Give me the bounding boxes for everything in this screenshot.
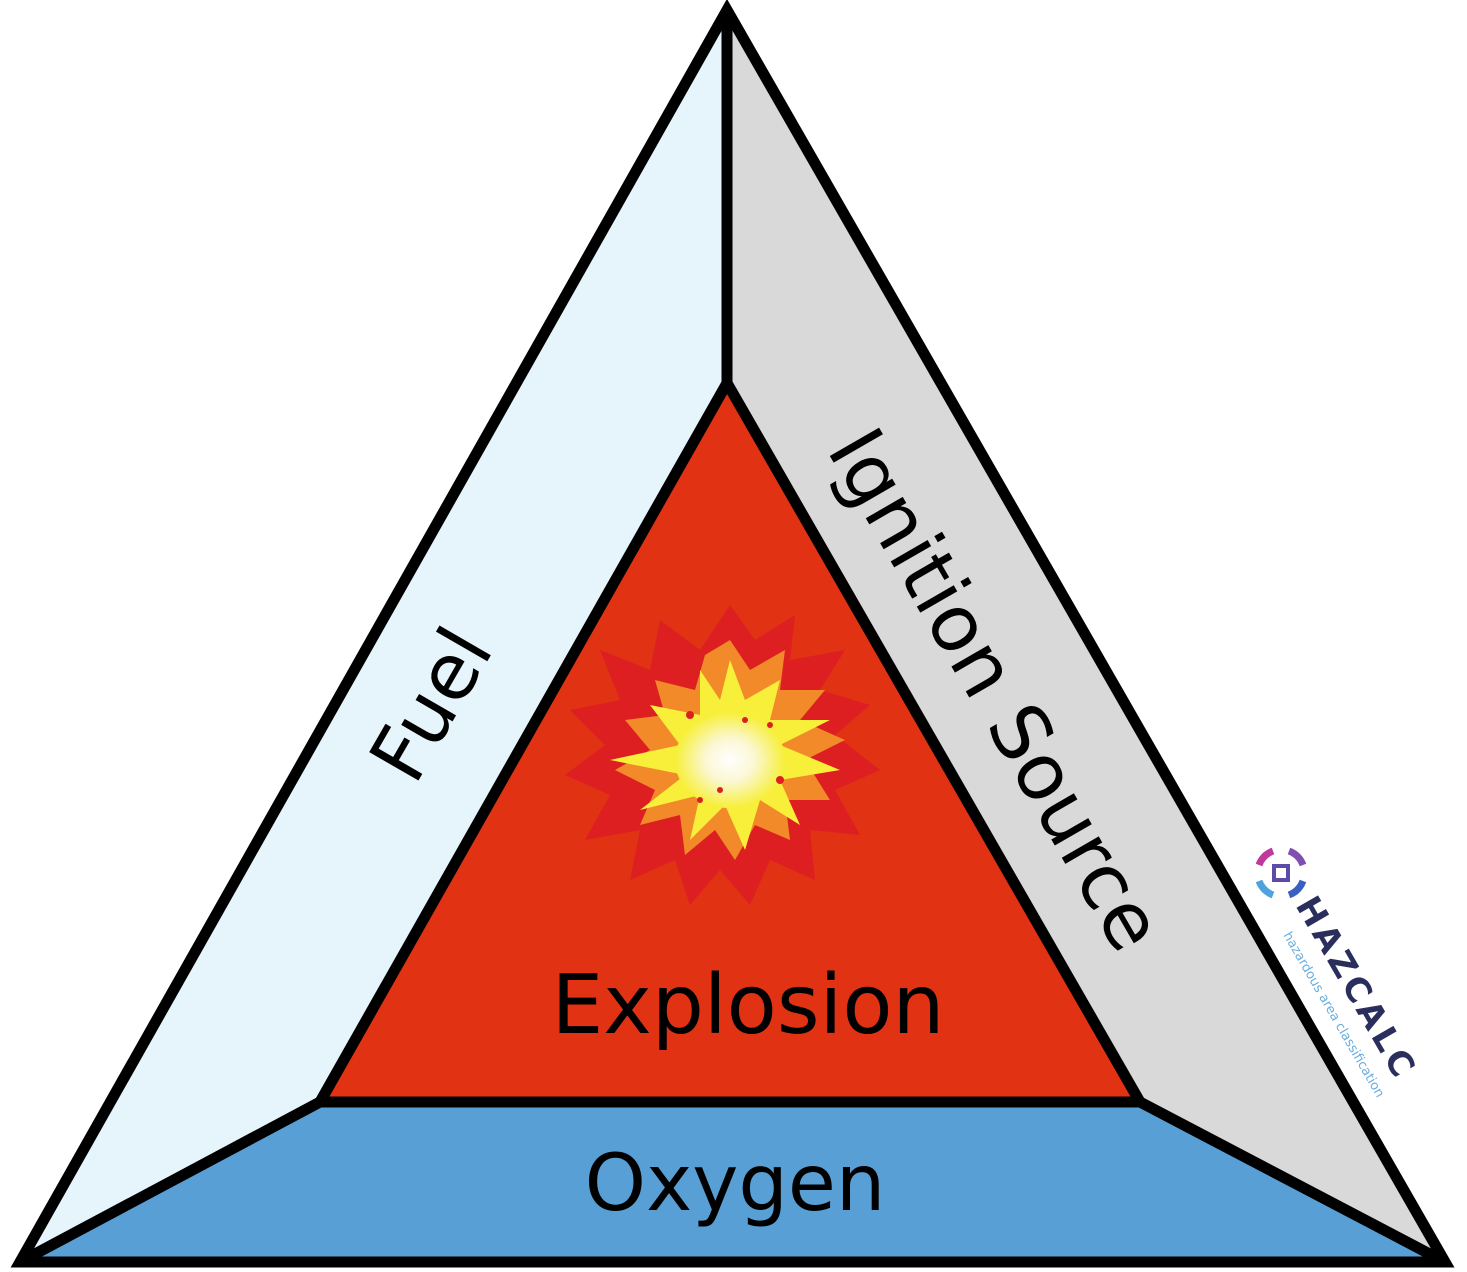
hazcalc-logo-icon <box>1255 847 1307 899</box>
blast-core <box>675 712 785 808</box>
blast-sparks <box>686 711 784 803</box>
triangle-outlines <box>10 0 1455 1268</box>
explosion-burst-icon <box>565 605 880 905</box>
oxygen-panel <box>20 1102 1445 1262</box>
oxygen-label: Oxygen <box>585 1139 886 1229</box>
explosion-label: Explosion <box>552 958 945 1053</box>
